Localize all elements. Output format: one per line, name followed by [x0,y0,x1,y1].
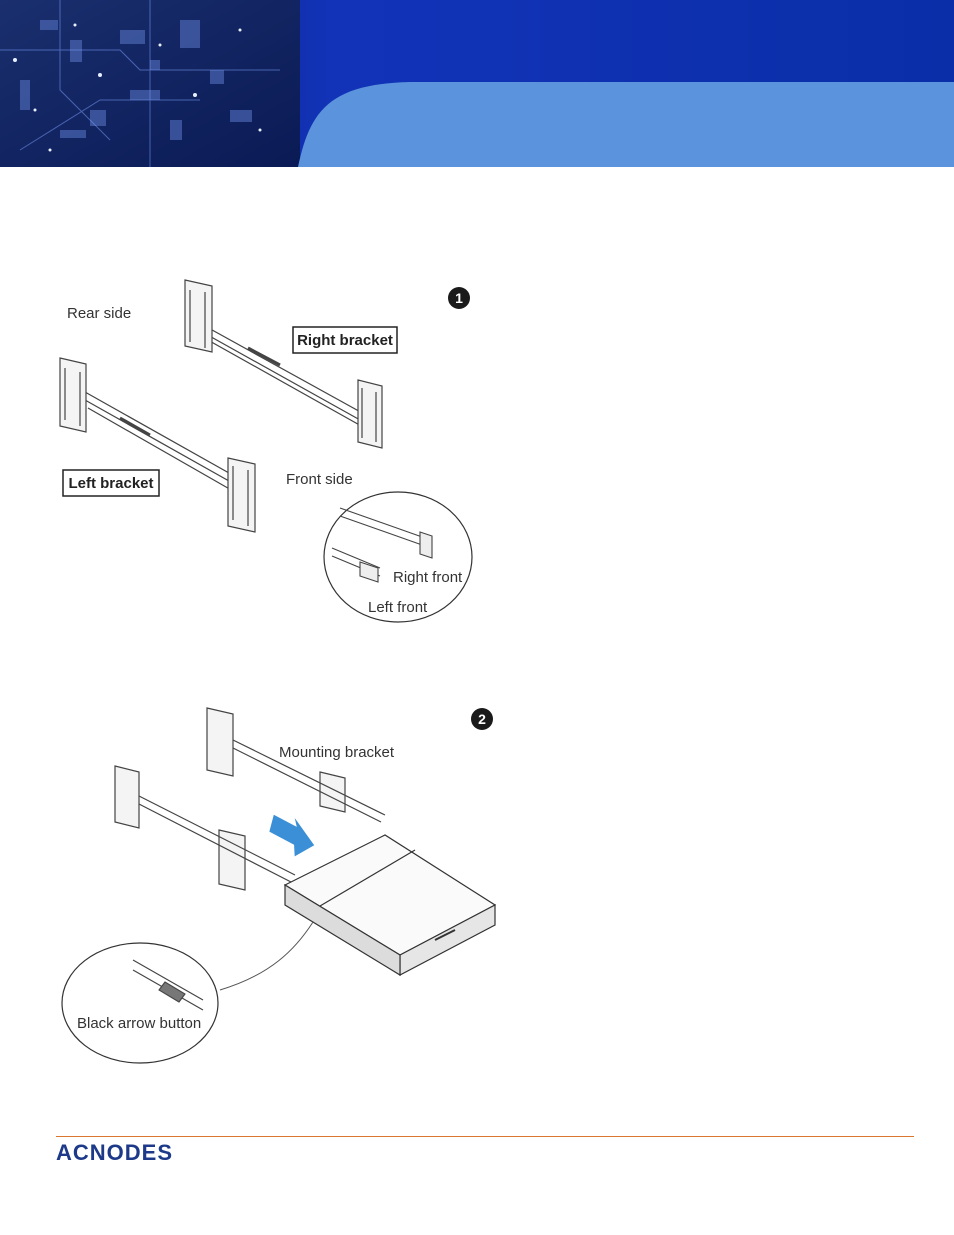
arrow-button-magnifier: Black arrow button [61,942,219,1064]
step-number-1-badge [448,287,470,309]
callout-line [219,921,314,991]
right-bracket-label: Right bracket [297,332,393,349]
drawer-unit [283,834,497,977]
left-bracket-label-box [62,469,160,497]
logo-text: ACNODES [56,1140,173,1164]
black-arrow-button-label: Black arrow button [77,1015,201,1032]
figure-2-slide-in-drawer: 2 Mounting bracket Black arrow butt [61,707,497,1064]
left-bracket-rail [59,357,256,533]
acnodes-logo: ACNODES [56,1140,173,1164]
front-detail-magnifier: Right front Left front [323,491,473,623]
rear-side-label: Rear side [67,305,131,322]
step-number-2-badge [471,708,493,730]
right-front-label: Right front [393,569,463,586]
footer-divider [56,1136,914,1137]
front-side-label: Front side [286,471,353,488]
left-front-label: Left front [368,599,428,616]
header-banner [0,0,954,167]
left-bracket-label: Left bracket [68,475,153,492]
circuit-board-image [0,0,300,167]
rack-brackets [114,707,386,891]
mounting-bracket-label: Mounting bracket [279,744,395,761]
step-number-1: 1 [455,290,463,306]
right-bracket-rail [184,279,383,449]
insert-direction-arrow-icon [269,814,315,857]
step-number-2: 2 [478,711,486,727]
figure-1-rail-brackets: 1 Rear side Right bracket Left bracket [59,279,473,623]
header-curve-panel [298,82,954,167]
right-bracket-label-box [292,326,398,354]
